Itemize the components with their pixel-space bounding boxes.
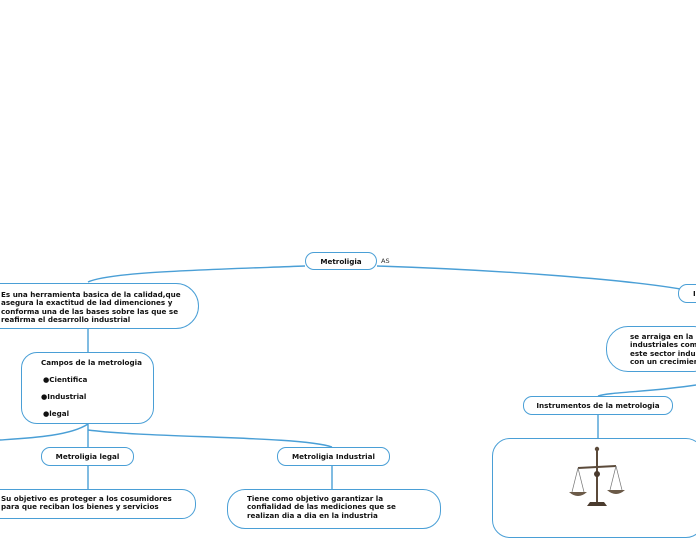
fields-item-scientific: ●Cientifica (41, 376, 153, 384)
legal-title: Metroligia legal (56, 452, 120, 461)
right-text: se arraiga en la r industriales com este… (630, 333, 696, 367)
right-text-node[interactable]: se arraiga en la r industriales com este… (606, 326, 696, 372)
legal-description-node[interactable]: Su objetivo es proteger a los cosumidore… (0, 489, 196, 519)
instruments-image-node[interactable] (492, 438, 696, 538)
fields-node[interactable]: Campos de la metrologia ●Cientifica ●Ind… (21, 352, 154, 424)
connector-fields-industrial (88, 430, 332, 447)
connector-root-right (377, 266, 696, 292)
connector-right-instruments (598, 385, 696, 396)
connector-root-left (88, 266, 305, 282)
root-label: Metroligia (320, 257, 361, 266)
definition-text: Es una herramienta basica de la calidad,… (1, 291, 198, 325)
instruments-node[interactable]: Instrumentos de la metrologia (523, 396, 673, 415)
root-link-label: AS (381, 257, 390, 265)
industrial-node[interactable]: Metroligia Industrial (277, 447, 390, 466)
industrial-title: Metroligia Industrial (292, 452, 375, 461)
fields-title: Campos de la metrologia (41, 359, 153, 367)
connector-fields-left (0, 424, 88, 440)
industrial-description: Tiene como objetivo garantizar la confia… (247, 495, 440, 520)
legal-description: Su objetivo es proteger a los cosumidore… (1, 495, 195, 512)
fields-item-legal: ●legal (41, 410, 153, 418)
definition-node[interactable]: Es una herramienta basica de la calidad,… (0, 283, 199, 329)
legal-node[interactable]: Metroligia legal (41, 447, 134, 466)
root-node[interactable]: Metroligia (305, 252, 377, 270)
industrial-description-node[interactable]: Tiene como objetivo garantizar la confia… (227, 489, 441, 529)
right-branch-node[interactable]: I (678, 284, 696, 303)
fields-item-industrial: ●Industrial (41, 393, 153, 401)
instruments-title: Instrumentos de la metrologia (536, 401, 659, 410)
right-branch-label: I (693, 289, 696, 298)
